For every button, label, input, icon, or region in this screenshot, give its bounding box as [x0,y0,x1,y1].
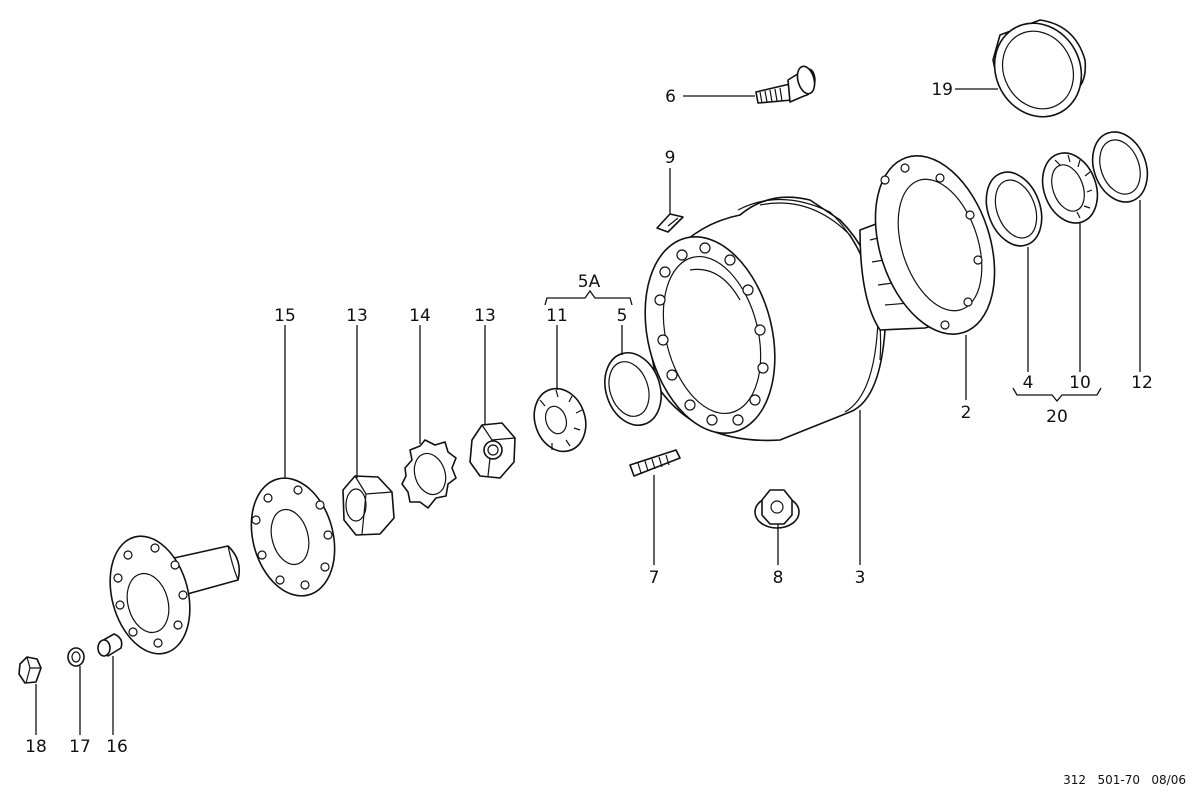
label-part-17: 17 [69,737,91,757]
part-19-bearing-cup [992,19,1087,118]
part-8-flange-nut [754,489,800,529]
label-part-5: 5 [617,306,628,326]
label-part-20: 20 [1046,407,1068,427]
part-6-wheel-stud [755,65,816,104]
part-11-bearing-cone [533,387,587,453]
label-part-15: 15 [274,306,296,326]
part-17-washer [67,647,85,667]
part-2-wheel-hub [859,155,996,335]
part-14-lock-washer [401,439,457,509]
part-13-hex-nut-right [469,422,516,479]
part-12-seal [1091,131,1149,203]
part-9-clip [656,213,684,233]
label-part-14: 14 [409,306,431,326]
label-part-3: 3 [855,568,866,588]
axle-shaft [109,535,241,655]
label-part-16: 16 [106,737,128,757]
part-10-bearing-cone [1041,152,1099,224]
part-5-bearing-cup [604,352,662,426]
label-part-11: 11 [546,306,568,326]
label-part-5A: 5A [578,272,601,292]
part-7-stud [629,449,681,477]
part-15-flange-plate [250,477,336,597]
label-part-19: 19 [931,80,953,100]
label-part-13-left: 13 [346,306,368,326]
leader-lines [35,88,1141,735]
label-part-8: 8 [773,568,784,588]
part-3-brake-drum [644,196,886,442]
part-18-nut [18,656,42,684]
label-part-6: 6 [665,87,676,107]
label-part-12: 12 [1131,373,1153,393]
part-13-hex-nut-left [342,475,395,536]
part-4-bearing-cup [985,171,1043,247]
part-16-sleeve [97,633,123,657]
label-part-10: 10 [1069,373,1091,393]
label-part-2: 2 [961,403,972,423]
drawing-code: 312 501-70 08/06 [1063,773,1186,787]
label-part-9: 9 [665,148,676,168]
label-part-13-right: 13 [474,306,496,326]
label-part-7: 7 [649,568,660,588]
part-labels: 6 19 9 5A 15 13 14 13 11 5 2 4 10 12 20 … [25,80,1153,757]
label-part-4: 4 [1023,373,1034,393]
label-part-18: 18 [25,737,47,757]
